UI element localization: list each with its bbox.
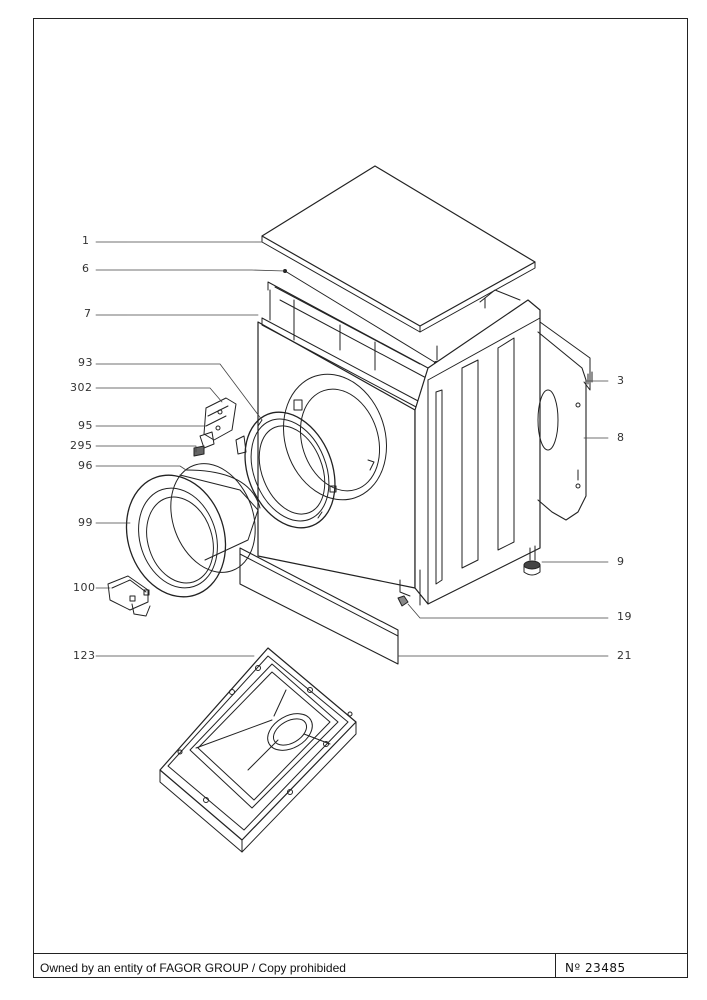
rear-panel-part xyxy=(537,321,593,521)
callout-100: 100 xyxy=(73,581,96,594)
door-frame-part xyxy=(125,474,227,598)
top-cover-part xyxy=(261,165,536,333)
cabinet-body xyxy=(257,289,541,606)
door-handle-part xyxy=(107,575,151,617)
leader-lines xyxy=(95,241,609,657)
document-number: Nº 23485 xyxy=(565,961,626,975)
hinge-parts xyxy=(193,397,247,457)
base-frame-part xyxy=(159,647,357,853)
title-block-divider xyxy=(555,954,556,978)
door-ring-part xyxy=(244,411,336,529)
callout-8: 8 xyxy=(617,431,625,444)
callout-1: 1 xyxy=(82,234,90,247)
drawing-frame xyxy=(33,18,688,978)
callout-302: 302 xyxy=(70,381,93,394)
callout-7: 7 xyxy=(84,307,92,320)
title-block: Owned by an entity of FAGOR GROUP / Copy… xyxy=(33,953,688,978)
callout-6: 6 xyxy=(82,262,90,275)
plinth-part xyxy=(239,547,399,665)
small-clip-part xyxy=(397,595,409,607)
callout-95: 95 xyxy=(78,419,93,432)
callout-123: 123 xyxy=(73,649,96,662)
callout-295: 295 xyxy=(70,439,93,452)
adjustable-foot-part xyxy=(523,545,541,576)
owner-notice: Owned by an entity of FAGOR GROUP / Copy… xyxy=(40,961,346,975)
callout-21: 21 xyxy=(617,649,632,662)
callout-19: 19 xyxy=(617,610,632,623)
callout-3: 3 xyxy=(617,374,625,387)
callout-9: 9 xyxy=(617,555,625,568)
callout-99: 99 xyxy=(78,516,93,529)
door-glass-part xyxy=(170,463,261,573)
callout-93: 93 xyxy=(78,356,93,369)
callout-96: 96 xyxy=(78,459,93,472)
